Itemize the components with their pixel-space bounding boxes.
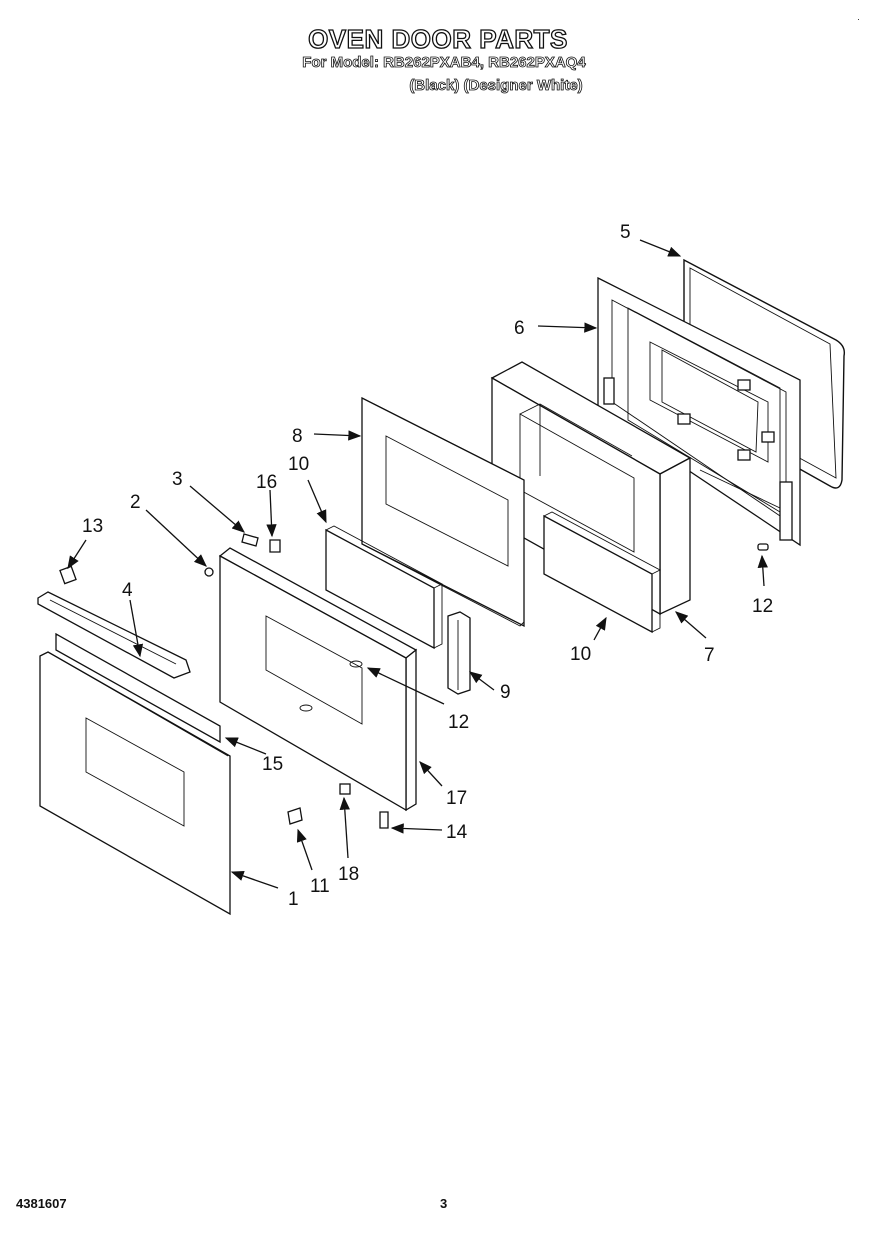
callout-14: 14 [446,822,468,843]
part-12-bumper [757,543,769,551]
callout-10-left: 10 [288,454,309,475]
callout-18: 18 [338,864,359,885]
model-line: For Model: RB262PXAB4, RB262PXAQ4 [302,54,586,72]
part-14-screw [379,811,389,829]
callout-11: 11 [310,876,330,897]
variant-line: (Black) (Designer White) [409,77,583,95]
callout-10-right: 10 [570,644,591,665]
part-11-screw [287,807,303,825]
callout-15: 15 [262,754,283,775]
callout-5: 5 [620,222,631,243]
callout-17: 17 [446,788,467,809]
part-7-door-liner [490,361,692,616]
callout-8: 8 [292,426,303,447]
part-9-hinge-bracket [447,611,471,695]
part-2-spacer [204,567,214,577]
part-1-outer-door [39,651,231,916]
part-13-handle-clip [59,565,77,585]
callout-2: 2 [130,492,141,513]
callout-3: 3 [172,469,183,490]
callout-6: 6 [514,318,525,339]
part-6-inner-frame [597,276,801,547]
callout-12-right: 12 [752,596,773,617]
part-18-clip [339,783,351,795]
callout-16: 16 [256,472,277,493]
callout-4: 4 [122,580,133,601]
part-3-screw [241,533,259,547]
part-10-glass-panel-front [325,525,443,650]
corner-mark: · [857,14,860,24]
callout-9: 9 [500,682,511,703]
callout-13: 13 [82,516,103,537]
part-17-door-panel [218,547,418,812]
part-4-door-handle [37,591,191,679]
part-15-trim-strip [55,632,221,744]
document-number: 4381607 [16,1196,67,1211]
part-10-glass-panel-rear [543,511,661,634]
diagram-title: OVEN DOOR PARTS [307,23,568,54]
callout-7: 7 [704,645,715,666]
page-number: 3 [440,1196,448,1211]
callout-1: 1 [288,889,299,910]
part-16-screw [269,539,281,553]
callout-12-left: 12 [448,712,469,733]
part-8-inner-panel [361,396,525,628]
